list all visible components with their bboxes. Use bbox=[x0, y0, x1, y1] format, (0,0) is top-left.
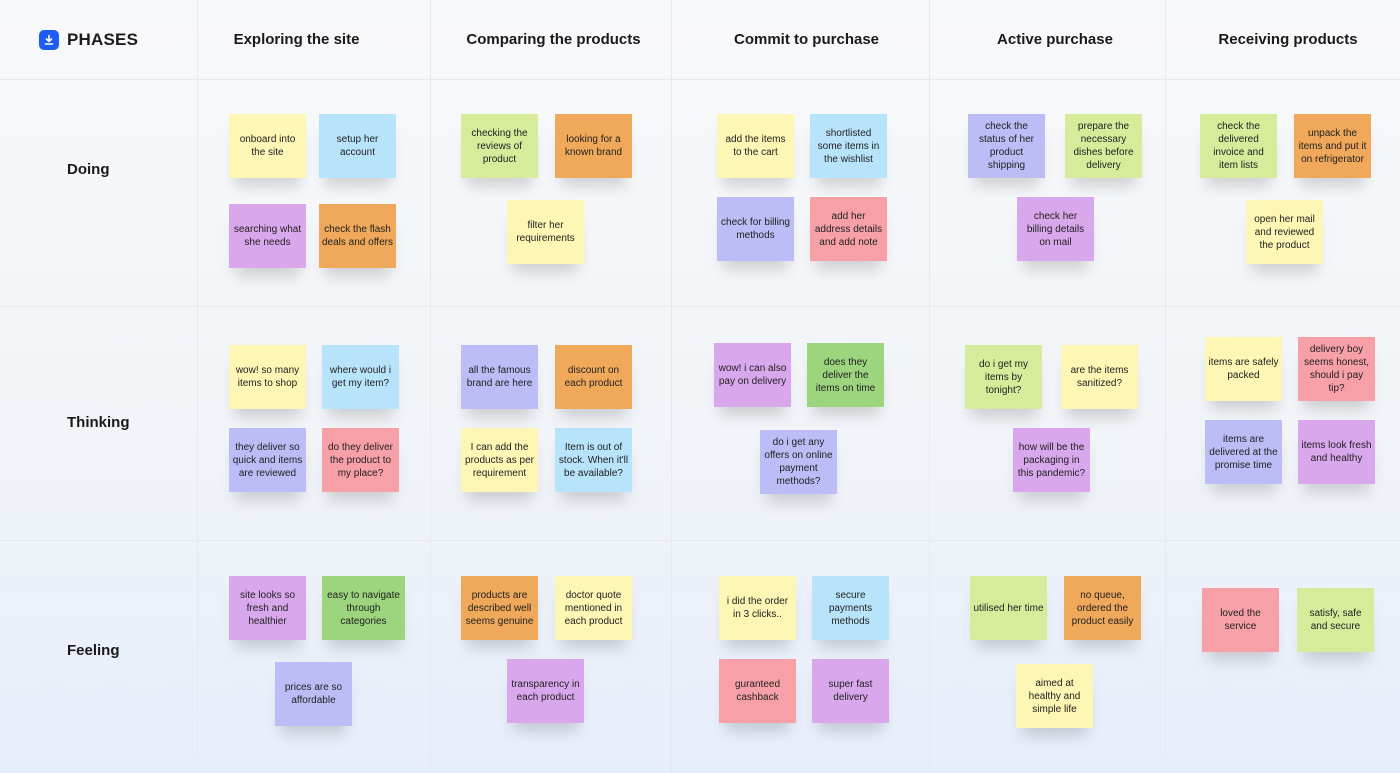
grid-line bbox=[0, 540, 1400, 541]
sticky-note: searching what she needs bbox=[229, 204, 306, 268]
download-icon bbox=[39, 29, 59, 50]
sticky-note: no queue, ordered the product easily bbox=[1064, 576, 1141, 640]
sticky-note: I can add the products as per requiremen… bbox=[461, 428, 538, 492]
sticky-note: do i get my items by tonight? bbox=[965, 345, 1042, 409]
sticky-note: all the famous brand are here bbox=[461, 345, 538, 409]
sticky-note: they deliver so quick and items are revi… bbox=[229, 428, 306, 492]
sticky-note: Item is out of stock. When it'll be avai… bbox=[555, 428, 632, 492]
row-header-doing: Doing bbox=[67, 161, 110, 178]
sticky-note: wow! so many items to shop bbox=[229, 345, 306, 409]
sticky-note: items are safely packed bbox=[1205, 337, 1282, 401]
sticky-note: checking the reviews of product bbox=[461, 114, 538, 178]
grid-line bbox=[671, 0, 672, 773]
sticky-note: prices are so affordable bbox=[275, 662, 352, 726]
sticky-note: guranteed cashback bbox=[719, 659, 796, 723]
phases-header: PHASES bbox=[0, 0, 197, 79]
sticky-note: super fast delivery bbox=[812, 659, 889, 723]
sticky-note: secure payments methods bbox=[812, 576, 889, 640]
sticky-note: satisfy, safe and secure bbox=[1297, 588, 1374, 652]
sticky-note: items look fresh and healthy bbox=[1298, 420, 1375, 484]
sticky-note: add her address details and add note bbox=[810, 197, 887, 261]
sticky-note: looking for a known brand bbox=[555, 114, 632, 178]
sticky-note: check for billing methods bbox=[717, 197, 794, 261]
sticky-note: check her billing details on mail bbox=[1017, 197, 1094, 261]
grid-line bbox=[0, 306, 1400, 307]
grid-line bbox=[0, 79, 1400, 80]
sticky-note: i did the order in 3 clicks.. bbox=[719, 576, 796, 640]
grid-line bbox=[929, 0, 930, 773]
column-header-comparing: Comparing the products bbox=[466, 31, 641, 48]
sticky-note: are the items sanitized? bbox=[1061, 345, 1138, 409]
sticky-note: items are delivered at the promise time bbox=[1205, 420, 1282, 484]
sticky-note: doctor quote mentioned in each product bbox=[555, 576, 632, 640]
sticky-note: filter her requirements bbox=[507, 200, 584, 264]
sticky-note: easy to navigate through categories bbox=[322, 576, 405, 640]
sticky-note: discount on each product bbox=[555, 345, 632, 409]
phases-title: PHASES bbox=[67, 29, 139, 49]
sticky-note: prepare the necessary dishes before deli… bbox=[1065, 114, 1142, 178]
row-header-thinking: Thinking bbox=[67, 414, 130, 431]
sticky-note: check the flash deals and offers bbox=[319, 204, 396, 268]
sticky-note: shortlisted some items in the wishlist bbox=[810, 114, 887, 178]
sticky-note: utilised her time bbox=[970, 576, 1047, 640]
column-header-receiving: Receiving products bbox=[1218, 31, 1358, 48]
sticky-note: setup her account bbox=[319, 114, 396, 178]
column-header-commit: Commit to purchase bbox=[733, 31, 880, 48]
sticky-note: do they deliver the product to my place? bbox=[322, 428, 399, 492]
grid-line bbox=[430, 0, 431, 773]
sticky-note: transparency in each product bbox=[507, 659, 584, 723]
grid-line bbox=[1165, 0, 1166, 773]
sticky-note: products are described well seems genuin… bbox=[461, 576, 538, 640]
sticky-note: unpack the items and put it on refrigera… bbox=[1294, 114, 1371, 178]
sticky-note: check the delivered invoice and item lis… bbox=[1200, 114, 1277, 178]
sticky-note: check the status of her product shipping bbox=[968, 114, 1045, 178]
sticky-note: open her mail and reviewed the product bbox=[1246, 200, 1323, 264]
sticky-note: add the items to the cart bbox=[717, 114, 794, 178]
sticky-note: loved the service bbox=[1202, 588, 1279, 652]
sticky-note: does they deliver the items on time bbox=[807, 343, 884, 407]
sticky-note: aimed at healthy and simple life bbox=[1016, 664, 1093, 728]
column-header-exploring: Exploring the site bbox=[233, 31, 360, 48]
row-header-feeling: Feeling bbox=[67, 642, 120, 659]
sticky-note: wow! i can also pay on delivery bbox=[714, 343, 791, 407]
sticky-note: site looks so fresh and healthier bbox=[229, 576, 306, 640]
grid-line bbox=[197, 0, 198, 773]
sticky-note: onboard into the site bbox=[229, 114, 306, 178]
sticky-note: do i get any offers on online payment me… bbox=[760, 430, 837, 494]
column-header-active: Active purchase bbox=[997, 31, 1113, 48]
sticky-note: where would i get my item? bbox=[322, 345, 399, 409]
sticky-note: delivery boy seems honest, should i pay … bbox=[1298, 337, 1375, 401]
sticky-note: how will be the packaging in this pandem… bbox=[1013, 428, 1090, 492]
